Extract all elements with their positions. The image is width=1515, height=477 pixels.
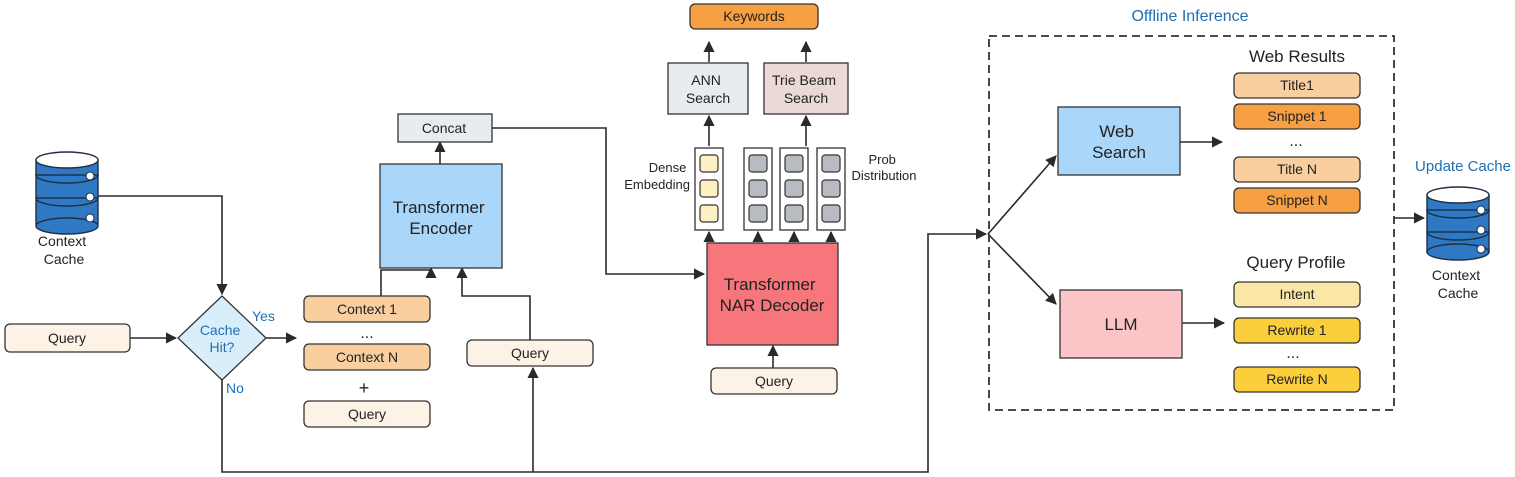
query-bottom-label: Query — [348, 406, 386, 422]
svg-text:Cache Hit?: Cache Hit? — [200, 322, 244, 355]
output-columns: Dense Embedding Prob Distribution — [624, 147, 917, 231]
dense-line1: Dense — [649, 160, 687, 175]
query-mid-label: Query — [511, 345, 549, 361]
dense-embedding-column — [694, 147, 724, 231]
database-cylinder-icon — [35, 151, 99, 235]
edge-cache-to-decision — [98, 195, 228, 296]
concat-box: Concat — [397, 113, 493, 143]
decoder-line2: NAR Decoder — [720, 296, 825, 315]
context-cache-right: Update Cache Context Cache — [1415, 158, 1511, 301]
edge-no-branch — [221, 228, 988, 473]
edge-concat-to-decoder — [492, 127, 706, 280]
rewrite-n-label: Rewrite N — [1266, 371, 1327, 387]
context-n-label: Context N — [336, 349, 398, 365]
trie-line1: Trie Beam — [772, 72, 836, 88]
context-1-label: Context 1 — [337, 301, 397, 317]
context-cache-right-line2: Cache — [1438, 285, 1479, 301]
keywords-box: Keywords — [689, 3, 819, 30]
snippet1-label: Snippet 1 — [1267, 108, 1326, 124]
rewrite-dots: ... — [1286, 345, 1299, 362]
encoder-line2: Encoder — [409, 219, 473, 238]
edge-split-to-web — [987, 155, 1057, 235]
query-input-left: Query — [4, 323, 131, 353]
prob-column-2 — [779, 147, 809, 231]
keywords-label: Keywords — [723, 8, 784, 24]
edge-query-to-encoder — [456, 266, 531, 340]
web-search-line2: Search — [1092, 143, 1146, 162]
query-decoder: Query — [710, 367, 838, 395]
prob-column-1 — [743, 147, 773, 231]
svg-text:Web Search: Web Search — [1092, 122, 1146, 162]
web-results-title: Web Results — [1249, 47, 1345, 66]
llm-box: LLM — [1059, 289, 1183, 359]
svg-text:Transformer Encoder: Transformer Encoder — [393, 198, 490, 238]
decoder-line1: Transformer — [724, 275, 816, 294]
snippet-n-label: Snippet N — [1266, 192, 1327, 208]
concat-label: Concat — [422, 120, 466, 136]
edge-split-to-llm — [987, 233, 1057, 305]
web-search-box: Web Search — [1057, 106, 1181, 176]
offline-inference-region: Offline Inference — [988, 8, 1395, 411]
query-profile-title: Query Profile — [1246, 253, 1345, 272]
offline-inference-title: Offline Inference — [1131, 8, 1248, 25]
encoder-line1: Transformer — [393, 198, 485, 217]
cache-hit-line2: Hit? — [210, 339, 235, 355]
transformer-nar-decoder: Transformer NAR Decoder — [706, 242, 839, 346]
plus-sign: + — [359, 378, 370, 398]
query-profile: Query Profile Intent Rewrite 1 ... Rewri… — [1233, 253, 1361, 393]
cache-hit-decision: Cache Hit? Yes No — [177, 295, 275, 396]
no-label: No — [226, 380, 244, 396]
cache-hit-line1: Cache — [200, 322, 241, 338]
edge-context-to-encoder — [380, 266, 437, 296]
svg-text:Dense Embedding: Dense Embedding — [624, 160, 690, 192]
svg-text:Transformer NAR Decoder: Transformer NAR Decoder — [720, 275, 825, 315]
trie-beam-search-box: Trie Beam Search — [763, 62, 849, 115]
ann-search-box: ANN Search — [667, 62, 749, 115]
intent-label: Intent — [1279, 286, 1314, 302]
web-results-dots: ... — [1289, 133, 1302, 150]
yes-label: Yes — [252, 308, 275, 324]
svg-text:Trie Beam Search: Trie Beam Search — [772, 72, 840, 106]
context-dots: ... — [360, 325, 373, 342]
title-n-label: Title N — [1277, 161, 1317, 177]
database-cylinder-icon — [1426, 186, 1490, 261]
query-mid: Query — [466, 339, 594, 367]
prob-column-3 — [816, 147, 846, 231]
web-results: Web Results Title1 Snippet 1 ... Title N… — [1233, 47, 1361, 214]
prob-line1: Prob — [868, 152, 895, 167]
svg-text:Context Cache: Context Cache — [38, 233, 90, 267]
trie-line2: Search — [784, 90, 828, 106]
context-cache-label-line2: Cache — [44, 251, 85, 267]
transformer-encoder: Transformer Encoder — [379, 163, 503, 269]
prob-line2: Distribution — [851, 168, 916, 183]
svg-text:ANN Search: ANN Search — [686, 72, 730, 106]
svg-text:Prob Distribution: Prob Distribution — [851, 152, 916, 183]
ann-line1: ANN — [691, 72, 721, 88]
query-left-label: Query — [48, 330, 86, 346]
context-cache-left: Context Cache — [35, 151, 99, 267]
web-search-line1: Web — [1099, 122, 1134, 141]
llm-label: LLM — [1104, 315, 1137, 334]
context-cache-label-line1: Context — [38, 233, 86, 249]
title1-label: Title1 — [1280, 77, 1314, 93]
rewrite1-label: Rewrite 1 — [1267, 322, 1326, 338]
dense-line2: Embedding — [624, 177, 690, 192]
update-cache-label: Update Cache — [1415, 158, 1511, 175]
context-cache-right-line1: Context — [1432, 267, 1480, 283]
svg-text:Context Cache: Context Cache — [1432, 267, 1484, 301]
ann-line2: Search — [686, 90, 730, 106]
edges — [98, 40, 1426, 473]
context-stack: Context 1 ... Context N + Query — [303, 295, 431, 428]
query-decoder-label: Query — [755, 373, 793, 389]
